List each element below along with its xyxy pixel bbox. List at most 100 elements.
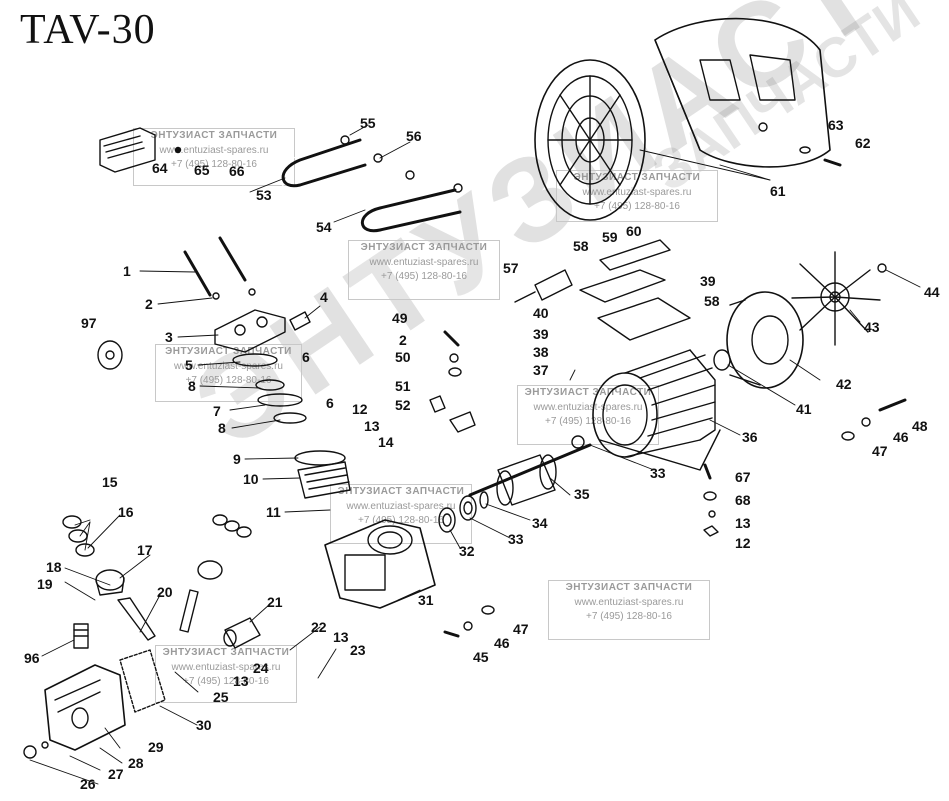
part-label-22: 22 (311, 619, 327, 635)
part-label-45: 45 (473, 649, 489, 665)
pipe-fittings (340, 135, 463, 193)
part-label-38: 38 (533, 344, 549, 360)
part-label-53: 53 (256, 187, 272, 203)
part-label-12: 12 (735, 535, 751, 551)
watermark-name: ЭНТУЗИАСТ ЗАПЧАСТИ (150, 130, 278, 141)
bearings (438, 491, 489, 533)
part-label-13: 13 (233, 673, 249, 689)
part-label-57: 57 (503, 260, 519, 276)
watermark-url: www.entuziast-spares.ru (533, 401, 643, 413)
part-label-39: 39 (533, 326, 549, 342)
watermark-url: www.entuziast-spares.ru (582, 186, 692, 198)
part-label-5: 5 (185, 357, 193, 373)
part-label-6: 6 (302, 349, 310, 365)
watermark-name: ЭНТУЗИАСТ ЗАПЧАСТИ (524, 387, 652, 398)
part-label-16: 16 (118, 504, 134, 520)
watermark-name: ЭНТУЗИАСТ ЗАПЧАСТИ (165, 346, 292, 357)
part-label-54: 54 (316, 219, 332, 235)
part-label-46: 46 (494, 635, 510, 651)
part-label-20: 20 (157, 584, 173, 600)
motor-stator-part (592, 349, 721, 471)
capacitor-part (514, 269, 573, 303)
part-label-34: 34 (532, 515, 548, 531)
watermark-phone: +7 (495) 128-80-16 (381, 271, 467, 282)
part-label-40: 40 (533, 305, 549, 321)
watermark-phone: +7 (495) 128-80-16 (586, 611, 672, 622)
part-label-19: 19 (37, 576, 53, 592)
part-label-64: 64 (152, 160, 168, 176)
part-label-66: 66 (229, 163, 245, 179)
breather-part (73, 623, 89, 649)
fasteners-right (443, 146, 907, 638)
part-label-13: 13 (735, 515, 751, 531)
end-shield-part (713, 291, 804, 389)
watermark-name: ЭНТУЗИАСТ ЗАПЧАСТИ (337, 486, 465, 497)
part-label-48: 48 (912, 418, 928, 434)
part-label-24: 24 (253, 660, 269, 676)
part-label-8: 8 (188, 378, 196, 394)
watermark-box: ЭНТУЗИАСТ ЗАПЧАСТИ www.entuziast-spares.… (133, 128, 295, 186)
watermark-url: www.entuziast-spares.ru (346, 500, 456, 512)
head-bolts (183, 236, 256, 300)
watermark-box: ЭНТУЗИАСТ ЗАПЧАСТИ www.entuziast-spares.… (155, 645, 297, 703)
watermark-phone: +7 (495) 128-80-16 (545, 416, 631, 427)
part-label-47: 47 (513, 621, 529, 637)
part-label-61: 61 (770, 183, 786, 199)
watermark-name: ЭНТУЗИАСТ ЗАПЧАСТИ (360, 242, 488, 253)
part-label-9: 9 (233, 451, 241, 467)
part-label-55: 55 (360, 115, 376, 131)
part-label-65: 65 (194, 162, 210, 178)
part-label-60: 60 (626, 223, 642, 239)
fan-part (791, 251, 887, 346)
watermark-box: ЭНТУЗИАСТ ЗАПЧАСТИ www.entuziast-spares.… (517, 385, 659, 445)
part-label-49: 49 (392, 310, 408, 326)
crankcase-cover-part (23, 649, 166, 759)
watermark-url: www.entuziast-spares.ru (171, 661, 281, 673)
cylinder-head-part (214, 309, 311, 353)
part-label-44: 44 (924, 284, 940, 300)
part-label-33: 33 (508, 531, 524, 547)
watermark-phone: +7 (495) 128-80-16 (358, 515, 444, 526)
part-label-12: 12 (352, 401, 368, 417)
part-label-2: 2 (399, 332, 407, 348)
part-labels: 1 2 3 4 5 6 6 7 8 8 9 10 11 12 12 13 13 … (24, 115, 940, 792)
watermark-phone: +7 (495) 128-80-16 (171, 159, 257, 170)
watermark-phone: +7 (495) 128-80-16 (185, 375, 272, 386)
part-label-50: 50 (395, 349, 411, 365)
part-label-41: 41 (796, 401, 812, 417)
part-label-56: 56 (406, 128, 422, 144)
piston-rings (62, 514, 252, 557)
part-label-58: 58 (704, 293, 720, 309)
pipe-54 (360, 188, 462, 233)
part-label-37: 37 (533, 362, 549, 378)
part-label-29: 29 (148, 739, 164, 755)
part-label-27: 27 (108, 766, 124, 782)
part-label-3: 3 (165, 329, 173, 345)
piston-assembly (95, 560, 223, 641)
pipe-53 (278, 136, 369, 191)
part-label-1: 1 (123, 263, 131, 279)
valve-plate-stack (232, 353, 351, 499)
leader-lines (29, 124, 921, 785)
watermark-url: www.entuziast-spares.ru (159, 144, 269, 156)
part-label-13: 13 (364, 418, 380, 434)
watermark-url: www.entuziast-spares.ru (574, 596, 684, 608)
watermark-box: ЭНТУЗИАСТ ЗАПЧАСТИ www.entuziast-spares.… (155, 344, 302, 402)
part-label-62: 62 (855, 135, 871, 151)
part-label-97: 97 (81, 315, 97, 331)
part-label-47: 47 (872, 443, 888, 459)
part-label-10: 10 (243, 471, 259, 487)
watermark-box: ЭНТУЗИАСТ ЗАПЧАСТИ www.entuziast-spares.… (556, 170, 718, 222)
part-label-68: 68 (735, 492, 751, 508)
part-label-6: 6 (326, 395, 334, 411)
part-label-52: 52 (395, 397, 411, 413)
part-label-30: 30 (196, 717, 212, 733)
watermark-box: ЭНТУЗИАСТ ЗАПЧАСТИ www.entuziast-spares.… (548, 580, 710, 640)
watermark-phone: +7 (495) 128-80-16 (594, 201, 680, 212)
part-label-23: 23 (350, 642, 366, 658)
part-label-43: 43 (864, 319, 880, 335)
part-label-8: 8 (218, 420, 226, 436)
part-label-15: 15 (102, 474, 118, 490)
